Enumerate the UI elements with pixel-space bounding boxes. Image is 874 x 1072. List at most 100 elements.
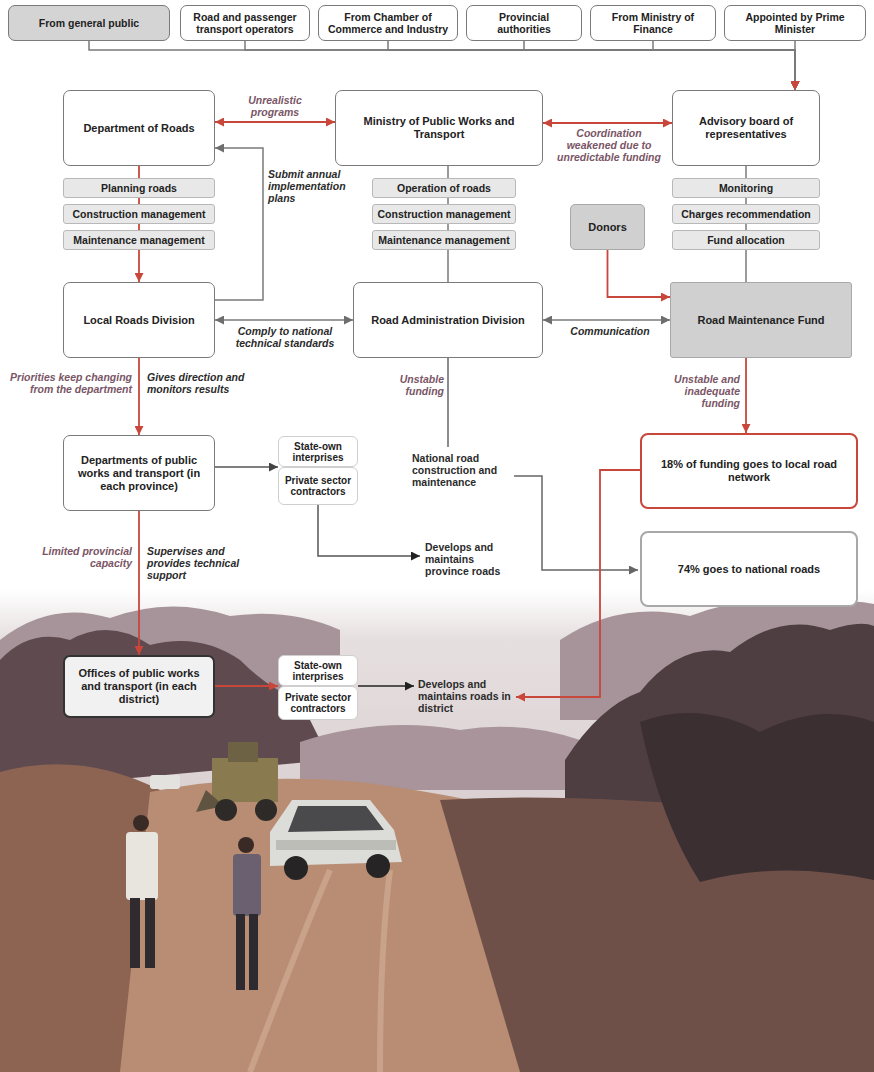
bushes [640, 713, 874, 882]
node-text: Local Roads Division [70, 314, 208, 327]
edge-label: Unrealistic programs [228, 94, 322, 118]
org-box: Road Administration Division [353, 282, 543, 358]
donor-box: Donors [570, 204, 645, 250]
contractor-box: State-own interprises [278, 436, 358, 467]
edge-label: Gives direction and monitors results [147, 371, 259, 395]
funding-line [514, 476, 638, 570]
note-label: Develops and maintains roads in district [418, 678, 514, 714]
source-box: Road and passenger transport operators [180, 5, 310, 41]
note-label: Unstable funding [378, 373, 444, 397]
note-label: National road construction and maintenan… [412, 452, 512, 488]
node-text: Ministry of Public Works and Transport [342, 115, 536, 141]
person [126, 815, 158, 968]
node-text: Private sector contractors [282, 692, 354, 714]
task-band: Maintenance management [63, 230, 215, 250]
node-text: Fund allocation [677, 234, 815, 246]
share-box: 74% goes to national roads [640, 531, 858, 607]
edge-label: Submit annual implementation plans [268, 168, 360, 204]
node-text: Monitoring [677, 182, 815, 194]
work-line [318, 505, 420, 556]
source-box: From Chamber of Commerce and Industry [318, 5, 458, 41]
funding-line [516, 470, 640, 697]
node-text: Road Maintenance Fund [677, 314, 845, 327]
connector [524, 41, 795, 90]
work-line [358, 685, 414, 687]
funding-line [447, 358, 449, 447]
node-text: Maintenance management [377, 234, 511, 246]
connector [215, 319, 353, 321]
edge-label: Communication [560, 325, 660, 337]
haze [0, 590, 874, 1072]
node-text: Operation of roads [377, 182, 511, 194]
note-label: Priorities keep changing from the depart… [6, 371, 132, 395]
tyre-track [250, 870, 390, 1072]
node-text: 18% of funding goes to local road networ… [648, 458, 850, 484]
contractor-box: State-own interprises [278, 655, 358, 686]
node-text: Appointed by Prime Minister [730, 11, 860, 35]
node-text: Construction management [68, 208, 210, 220]
org-box: Departments of public works and transpor… [63, 435, 215, 511]
contractor-box: Private sector contractors [278, 686, 358, 720]
node-text: Provincial authorities [472, 11, 576, 35]
node-text: Maintenance management [68, 234, 210, 246]
node-text: Offices of public works and transport (i… [71, 667, 207, 706]
org-box: Advisory board of representatives [672, 90, 820, 166]
source-box: Appointed by Prime Minister [724, 5, 866, 41]
task-band: Operation of roads [372, 178, 516, 198]
edge-label: Supervises and provides technical suppor… [147, 545, 259, 581]
fund-box: Road Maintenance Fund [670, 282, 852, 358]
loader [196, 742, 278, 821]
task-band: Construction management [372, 204, 516, 224]
connector [745, 358, 747, 433]
source-box: Provincial authorities [466, 5, 582, 41]
task-band: Monitoring [672, 178, 820, 198]
connector [245, 41, 795, 90]
connector [215, 466, 278, 468]
note-label: Develops and maintains province roads [425, 541, 515, 577]
source-box: From general public [8, 5, 170, 41]
connector [388, 41, 795, 90]
node-text: Road and passenger transport operators [186, 11, 304, 35]
node-text: Donors [577, 221, 638, 234]
node-text: State-own interprises [282, 660, 354, 682]
org-box: Local Roads Division [63, 282, 215, 358]
connector [215, 685, 278, 687]
node-text: 74% goes to national roads [648, 563, 850, 576]
task-band: Fund allocation [672, 230, 820, 250]
node-text: Department of Roads [70, 122, 208, 135]
connector [89, 41, 795, 90]
org-box: Ministry of Public Works and Transport [335, 90, 543, 166]
node-text: Private sector contractors [282, 475, 354, 497]
node-text: From general public [14, 17, 164, 29]
person [233, 837, 261, 990]
connector [543, 319, 670, 321]
edge-label: Coordination weakened due to unredictabl… [550, 127, 668, 163]
task-band: Planning roads [63, 178, 215, 198]
car [270, 800, 402, 880]
share-box: 18% of funding goes to local road networ… [640, 433, 858, 509]
org-box: Offices of public works and transport (i… [63, 655, 215, 718]
connector [653, 41, 795, 90]
task-band: Maintenance management [372, 230, 516, 250]
connector [215, 148, 263, 300]
source-box: From Ministry of Finance [590, 5, 716, 41]
node-text: Construction management [377, 208, 511, 220]
node-text: From Ministry of Finance [596, 11, 710, 35]
org-box: Department of Roads [63, 90, 215, 166]
node-text: State-own interprises [282, 441, 354, 463]
node-text: Charges recommendation [677, 208, 815, 220]
connector [138, 358, 140, 435]
connector [543, 122, 672, 124]
node-text: Advisory board of representatives [679, 115, 813, 141]
task-band: Charges recommendation [672, 204, 820, 224]
connector [794, 41, 796, 90]
node-text: From Chamber of Commerce and Industry [324, 11, 452, 35]
task-band: Construction management [63, 204, 215, 224]
node-text: Planning roads [68, 182, 210, 194]
edge-label: Unstable and inadequate funding [648, 373, 740, 409]
connector [215, 121, 335, 123]
contractor-box: Private sector contractors [278, 467, 358, 505]
connector [138, 511, 140, 655]
mid-trees [300, 725, 580, 790]
connector [608, 250, 671, 297]
